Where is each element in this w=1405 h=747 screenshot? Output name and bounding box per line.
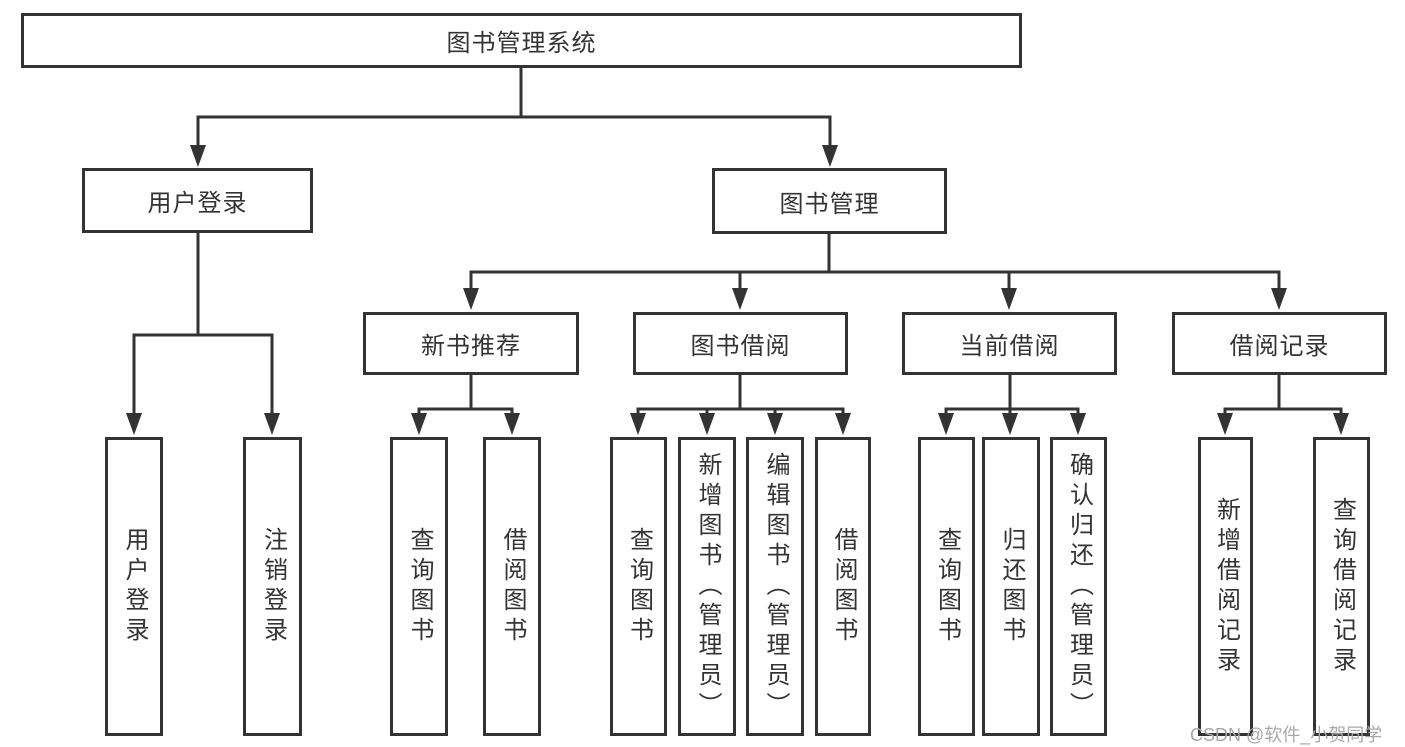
node-label: 用户登录	[121, 526, 148, 647]
node-label: 借阅图书	[499, 526, 526, 647]
node-label: 归还图书	[998, 526, 1025, 647]
leaf-borrow-books-recommend: 借阅图书	[483, 437, 541, 736]
node-borrowing-records: 借阅记录	[1172, 312, 1387, 375]
node-label: 当前借阅	[959, 333, 1060, 360]
leaf-query-borrow-record: 查询借阅记录	[1313, 437, 1370, 736]
node-book-borrowing: 图书借阅	[633, 312, 848, 375]
node-current-borrowing: 当前借阅	[902, 312, 1117, 375]
leaf-edit-books-admin: 编辑图书（管理员）	[746, 437, 804, 736]
node-label: 图书管理系统	[446, 30, 597, 57]
node-label: 借阅图书	[830, 526, 857, 647]
node-label: 注销登录	[259, 526, 287, 647]
leaf-query-books-current: 查询图书	[918, 437, 975, 736]
node-label: 图书管理	[779, 190, 880, 218]
leaf-confirm-return-admin: 确认归还（管理员）	[1050, 437, 1107, 736]
node-new-book-recommendation: 新书推荐	[363, 312, 579, 375]
node-label: 新增借阅记录	[1212, 496, 1240, 677]
node-book-management: 图书管理	[712, 168, 947, 234]
node-label: 确认归还（管理员）	[1065, 451, 1093, 722]
leaf-user-login: 用户登录	[105, 437, 163, 736]
node-label: 查询借阅记录	[1328, 496, 1356, 677]
node-label: 用户登录	[147, 190, 248, 217]
node-user-login: 用户登录	[82, 168, 313, 233]
node-label: 查询图书	[625, 526, 653, 647]
node-label: 图书借阅	[690, 333, 791, 360]
node-label: 查询图书	[406, 526, 433, 647]
leaf-logout: 注销登录	[243, 437, 302, 736]
leaf-query-books-borrowing: 查询图书	[610, 437, 667, 736]
node-library-management-system: 图书管理系统	[21, 13, 1022, 68]
leaf-return-books: 归还图书	[982, 437, 1040, 736]
node-label: 编辑图书（管理员）	[762, 451, 789, 722]
node-label: 查询图书	[933, 526, 961, 647]
node-label: 新书推荐	[421, 333, 521, 360]
csdn-watermark: CSDN @软件_小贺同学	[1190, 725, 1383, 745]
leaf-borrow-books-borrowing: 借阅图书	[815, 437, 871, 736]
leaf-add-borrow-record: 新增借阅记录	[1198, 437, 1253, 736]
node-label: 借阅记录	[1229, 333, 1330, 360]
leaf-add-books-admin: 新增图书（管理员）	[678, 437, 736, 736]
node-label: 新增图书（管理员）	[694, 451, 721, 722]
arrowheads	[126, 145, 1349, 435]
leaf-query-books-recommend: 查询图书	[390, 437, 448, 736]
